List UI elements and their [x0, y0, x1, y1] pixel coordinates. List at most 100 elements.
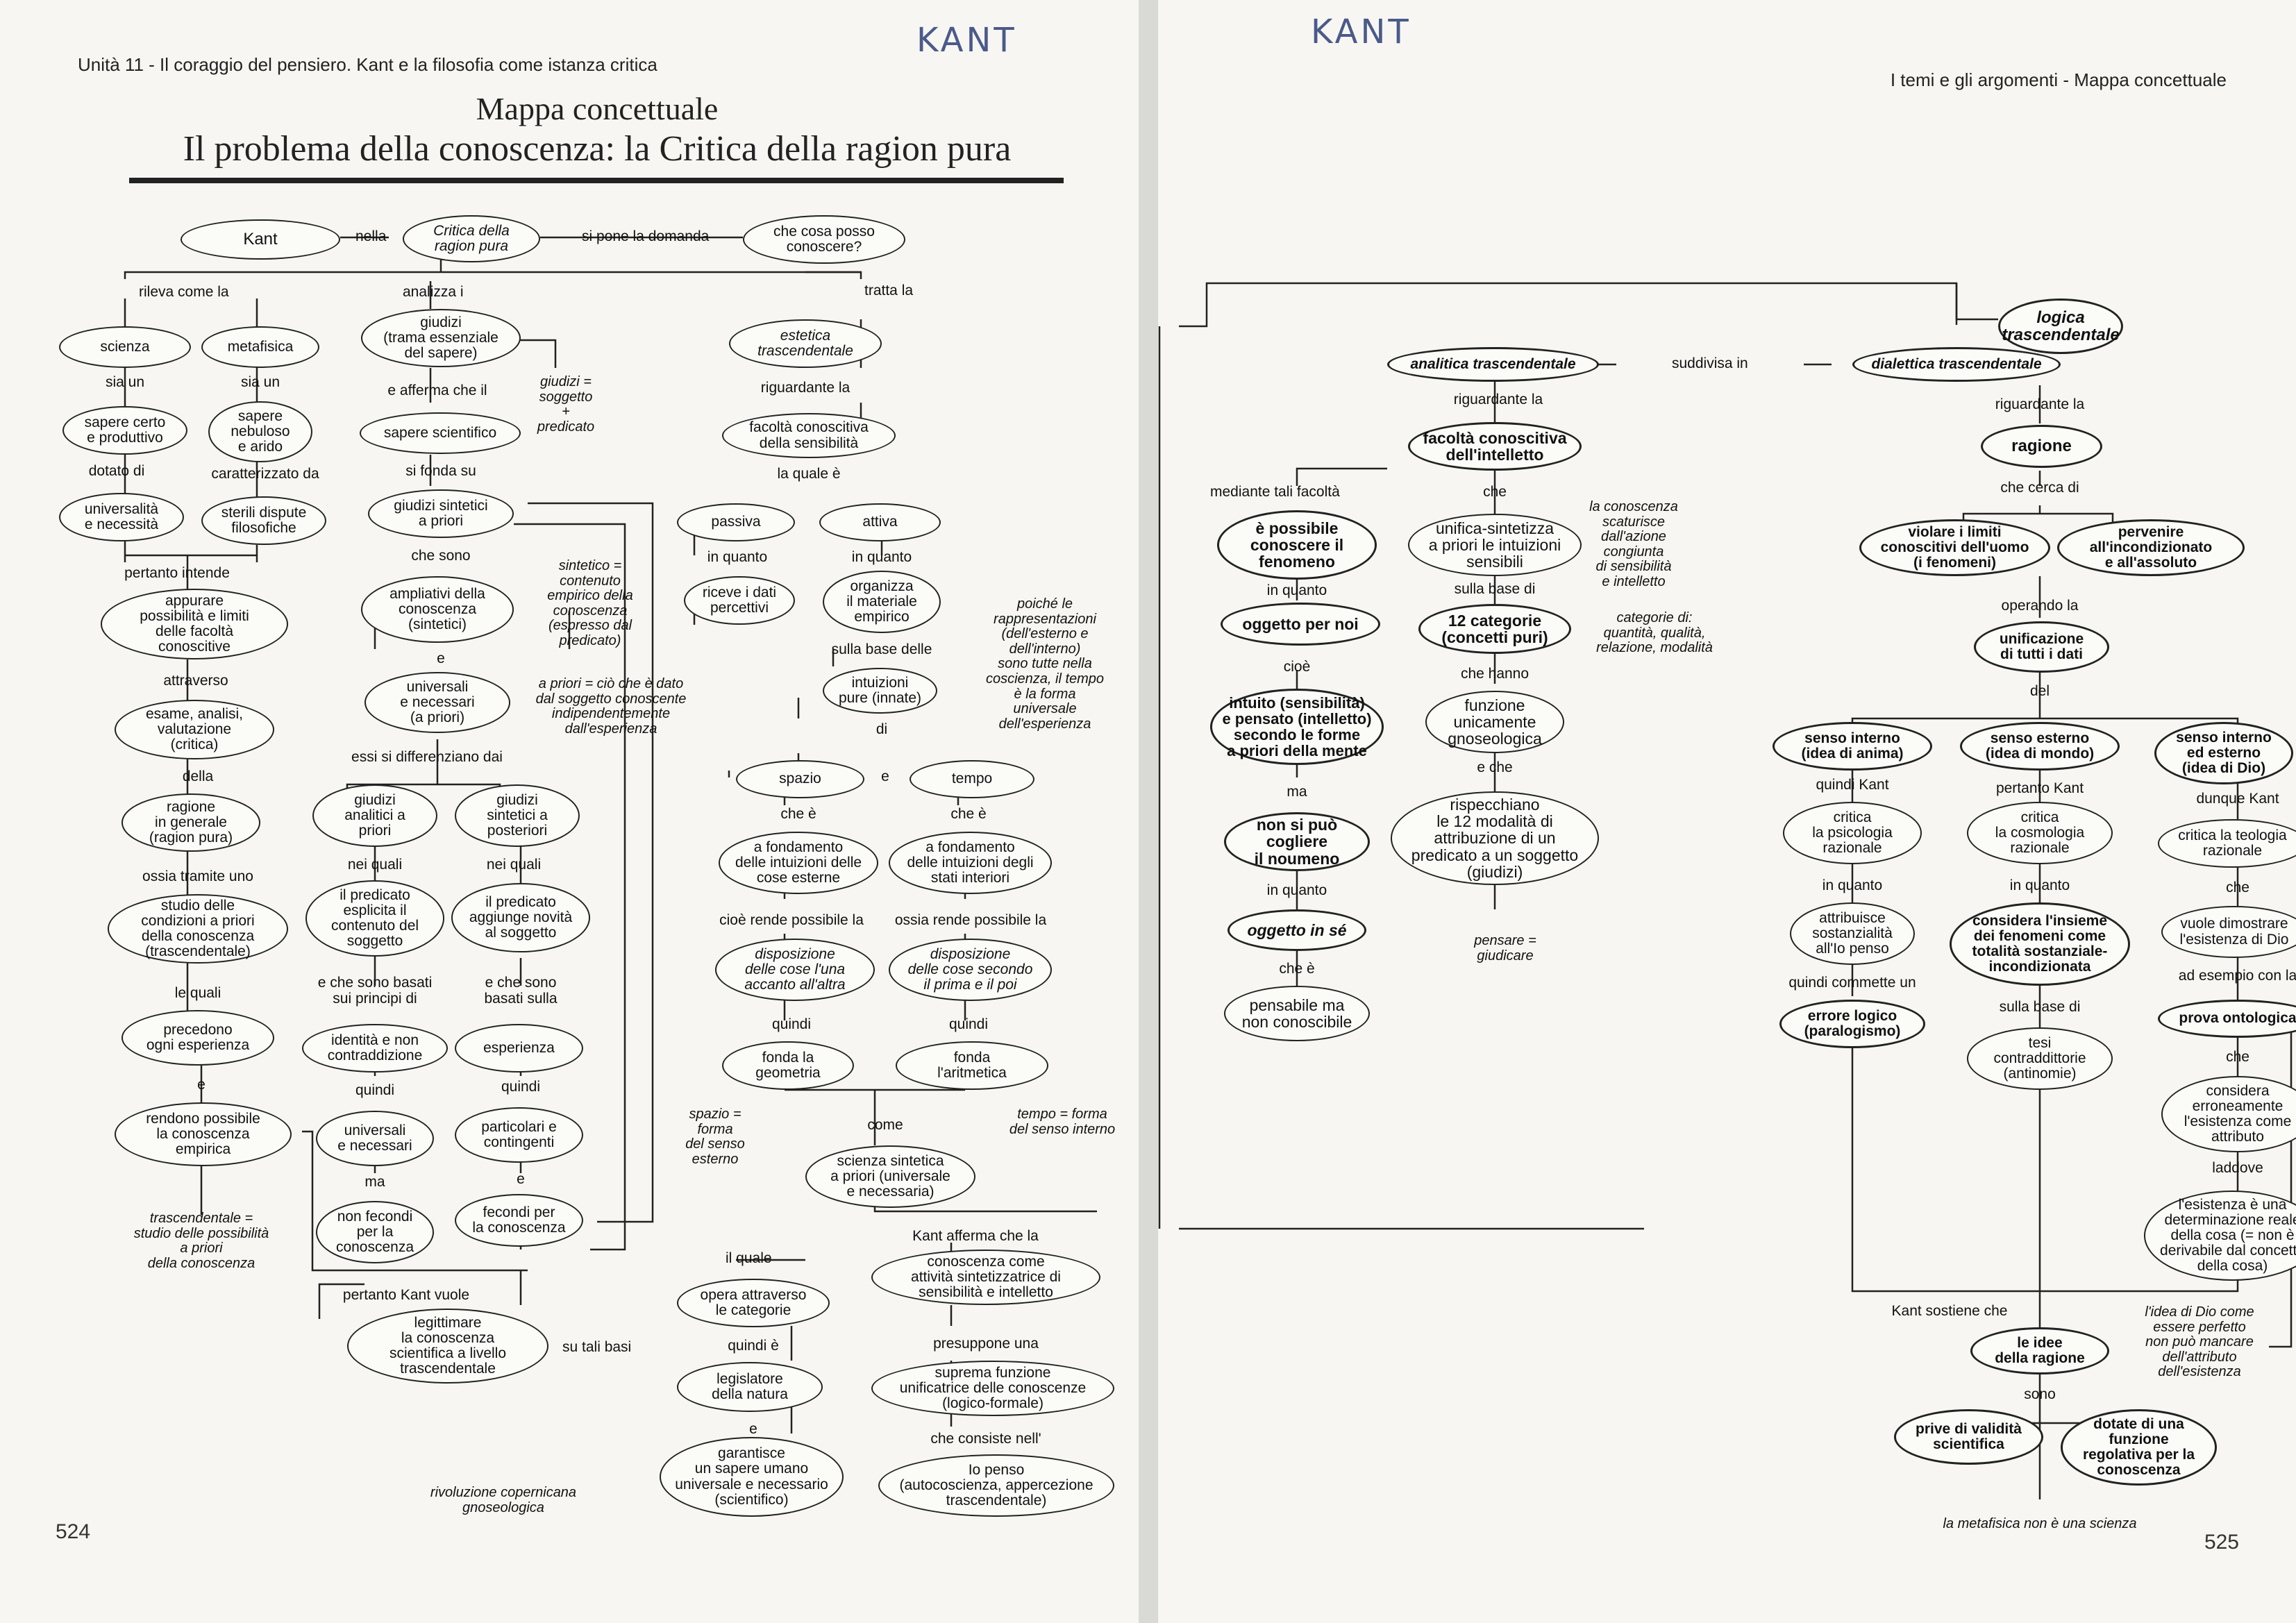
node-prova: prova ontologica — [2158, 1000, 2296, 1038]
node-disposizione-accanto: disposizione delle cose l'una accanto al… — [715, 939, 875, 1001]
label-le-quali: le quali — [174, 985, 221, 1001]
note-pensare: pensare = giudicare — [1474, 933, 1536, 964]
node-dialettica: dialettica trascendentale — [1852, 347, 2061, 382]
node-idee: le idee della ragione — [1970, 1327, 2109, 1374]
node-unificazione: unificazione di tutti i dati — [1974, 621, 2109, 673]
node-io-penso: Io penso (autocoscienza, appercezione tr… — [878, 1454, 1114, 1517]
label-su-tali-basi: su tali basi — [562, 1339, 632, 1355]
note-poiche: poiché le rappresentazioni (dell'esterno… — [985, 596, 1105, 732]
node-appurare: appurare possibilità e limiti delle faco… — [101, 589, 288, 659]
left-page: Unità 11 - Il coraggio del pensiero. Kan… — [0, 0, 1139, 1623]
node-facolta-sensibilita: facoltà conoscitiva della sensibilità — [722, 413, 896, 458]
label-laddove: laddove — [2212, 1160, 2263, 1176]
node-pervenire: pervenire all'incondizionato e all'assol… — [2057, 519, 2245, 576]
label-che-2: che — [2226, 880, 2249, 895]
node-non-si-puo: non si può cogliere il noumeno — [1224, 812, 1370, 871]
node-studio: studio delle condizioni a priori della c… — [108, 894, 288, 964]
label-in-quanto-r2: in quanto — [1266, 882, 1327, 898]
node-facolta-intelletto: facoltà conoscitiva dell'intelletto — [1408, 422, 1582, 471]
node-conoscenza-attivita: conoscenza come attività sintetizzatrice… — [871, 1250, 1100, 1305]
node-disposizione-prima: disposizione delle cose secondo il prima… — [889, 939, 1052, 1001]
node-predicato-aggiunge: il predicato aggiunge novità al soggetto — [451, 883, 590, 952]
node-giudizi: giudizi (trama essenziale del sapere) — [361, 309, 521, 367]
node-unifica: unifica-sintetizza a priori le intuizion… — [1408, 514, 1582, 576]
label-e: e — [197, 1077, 206, 1093]
node-sapere-certo: sapere certo e produttivo — [62, 406, 187, 455]
label-mediante: mediante tali facoltà — [1210, 484, 1340, 500]
node-domanda: che cosa posso conoscere? — [743, 215, 905, 264]
node-aritmetica: fonda l'aritmetica — [896, 1041, 1048, 1090]
label-ma-r: ma — [1287, 784, 1307, 800]
label-e-3: e — [517, 1171, 525, 1187]
label-kant-sostiene: Kant sostiene che — [1891, 1303, 2008, 1319]
label-ossia-rende: ossia rende possibile la — [894, 912, 1047, 928]
node-senso-interno: senso interno (idea di anima) — [1773, 722, 1932, 771]
node-precedono: precedono ogni esperienza — [121, 1010, 274, 1066]
label-basati-principi: e che sono basati sui principi di — [317, 975, 433, 1007]
label-caratterizzato: caratterizzato da — [211, 466, 319, 482]
node-prive: prive di validità scientifica — [1894, 1409, 2043, 1465]
label-nei-quali-2: nei quali — [486, 857, 542, 873]
label-quindi: quindi — [355, 1082, 395, 1098]
label-sulla-base-r: sulla base di — [1454, 581, 1536, 597]
map-subtitle: Il problema della conoscenza: la Critica… — [183, 129, 1012, 169]
label-si-fonda: si fonda su — [405, 463, 476, 479]
node-funzione: funzione unicamente gnoseologica — [1425, 691, 1564, 753]
label-dunque-kant: dunque Kant — [2196, 791, 2279, 807]
node-geometria: fonda la geometria — [722, 1041, 854, 1090]
label-in-quanto-2: in quanto — [851, 549, 912, 565]
label-quindi-3: quindi — [771, 1016, 812, 1032]
label-di: di — [875, 721, 888, 737]
page-header-right: I temi e gli argomenti - Mappa concettua… — [1890, 69, 2227, 90]
label-la-quale: la quale è — [777, 466, 841, 482]
label-si-pone: si pone la domanda — [582, 228, 710, 244]
node-intuito: intuito (sensibilità) e pensato (intelle… — [1210, 689, 1384, 765]
label-il-quale: il quale — [726, 1250, 772, 1266]
node-universalita: universalità e necessità — [59, 493, 184, 541]
node-opera: opera attraverso le categorie — [677, 1279, 830, 1327]
node-cosmologia: critica la cosmologia razionale — [1967, 802, 2113, 864]
label-che-e: che è — [780, 806, 816, 822]
label-e-che: e che — [1477, 759, 1513, 775]
node-intuizioni: intuizioni pure (innate) — [823, 668, 937, 714]
node-analitica: analitica trascendentale — [1387, 347, 1599, 382]
label-ossia: ossia tramite uno — [142, 868, 253, 884]
node-riceve: riceve i dati percettivi — [684, 576, 795, 625]
node-violare: violare i limiti conoscitivi dell'uomo (… — [1859, 519, 2050, 576]
label-che-1: che — [1483, 484, 1507, 500]
node-fecondi: fecondi per la conoscenza — [455, 1194, 583, 1247]
node-tesi: tesi contraddittorie (antinomie) — [1967, 1027, 2113, 1090]
node-legislatore: legislatore della natura — [677, 1362, 823, 1412]
label-dotato: dotato di — [88, 463, 145, 479]
node-legittimare: legittimare la conoscenza scientifica a … — [347, 1309, 548, 1384]
label-quindi-commette: quindi commette un — [1788, 975, 1916, 991]
label-quindi-2: quindi — [501, 1079, 541, 1095]
node-organizza: organizza il materiale empirico — [823, 571, 941, 633]
label-che-e-r: che è — [1279, 961, 1315, 977]
node-predicato-esplicita: il predicato esplicita il contenuto del … — [305, 880, 444, 957]
node-pensabile: pensabile ma non conoscibile — [1224, 986, 1370, 1041]
label-riguardante-2: riguardante la — [1995, 396, 2085, 412]
note-spazio-forma: spazio = forma del senso esterno — [685, 1107, 745, 1167]
label-ma: ma — [364, 1174, 385, 1190]
label-tratta: tratta la — [864, 283, 914, 298]
node-critica: Critica della ragion pura — [403, 215, 540, 262]
label-quindi-kant: quindi Kant — [1816, 777, 1889, 793]
label-sia-un-2: sia un — [240, 374, 280, 390]
label-cioe-r: cioè — [1283, 659, 1311, 675]
node-metafisica: metafisica — [201, 326, 319, 368]
node-psicologia: critica la psicologia razionale — [1783, 802, 1922, 864]
page-number: 524 — [56, 1520, 91, 1543]
node-oggetto-per-noi: oggetto per noi — [1221, 603, 1380, 646]
node-fondamento-interiori: a fondamento delle intuizioni degli stat… — [889, 832, 1052, 894]
node-considera: considera l'insieme dei fenomeni come to… — [1950, 902, 2130, 986]
node-attribuisce: attribuisce sostanzialità all'Io penso — [1790, 902, 1915, 965]
node-rendono: rendono possibile la conoscenza empirica — [115, 1102, 292, 1166]
note-sintetico: sintetico = contenuto empirico della con… — [547, 558, 633, 648]
label-sono: sono — [2024, 1386, 2056, 1402]
note-tempo-forma: tempo = forma del senso interno — [1009, 1107, 1116, 1137]
label-in-quanto-r4: in quanto — [2009, 877, 2070, 893]
label-afferma: e afferma che il — [387, 382, 487, 398]
note-idea-dio: l'idea di Dio come essere perfetto non p… — [2145, 1304, 2254, 1380]
page-header: Unità 11 - Il coraggio del pensiero. Kan… — [78, 54, 657, 75]
